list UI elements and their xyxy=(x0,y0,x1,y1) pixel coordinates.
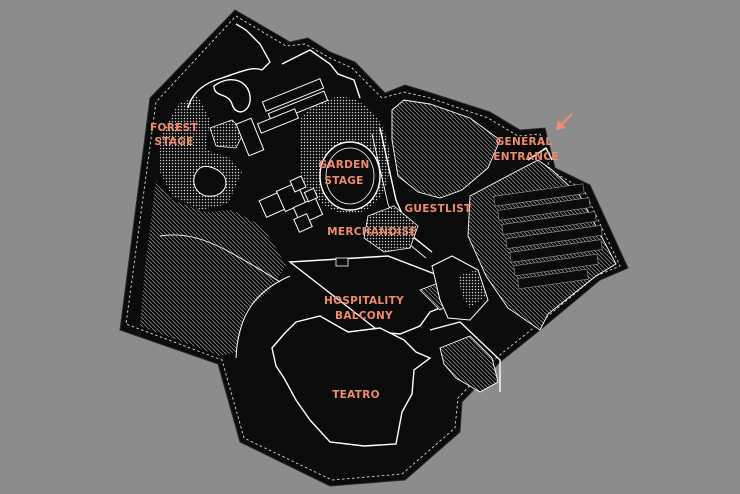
label-merchandise: MERCHANDISE xyxy=(327,226,417,238)
label-garden-stage-line1: GARDEN xyxy=(318,159,369,171)
label-forest-stage-line1: FOREST xyxy=(150,122,198,134)
forest-stage-area xyxy=(160,23,271,210)
merchandise-area xyxy=(363,205,419,253)
label-hospitality-balcony-line1: HOSPITALITY xyxy=(324,295,404,307)
venue-inner-outline xyxy=(125,15,621,481)
label-guestlist: GUESTLIST xyxy=(404,203,472,215)
left-lawn xyxy=(140,180,286,356)
label-teatro: TEATRO xyxy=(332,389,380,401)
label-general-entrance-line1: GENERAL xyxy=(496,136,553,148)
hospitality-balcony-area xyxy=(288,255,461,335)
right-lower-blocks xyxy=(429,255,501,393)
label-general-entrance-line2: ENTRANCE xyxy=(493,151,558,163)
teatro-area xyxy=(271,315,432,447)
guestlist-zone xyxy=(391,99,501,199)
garden-stage-area xyxy=(235,49,391,233)
label-garden-stage-line2: STAGE xyxy=(324,175,363,187)
label-hospitality-balcony-line2: BALCONY xyxy=(335,310,393,322)
entrance-zone xyxy=(467,146,617,331)
bottom-left-zone xyxy=(235,275,291,359)
arrow-icon xyxy=(556,113,573,130)
label-forest-stage-line2: STAGE xyxy=(154,136,193,148)
